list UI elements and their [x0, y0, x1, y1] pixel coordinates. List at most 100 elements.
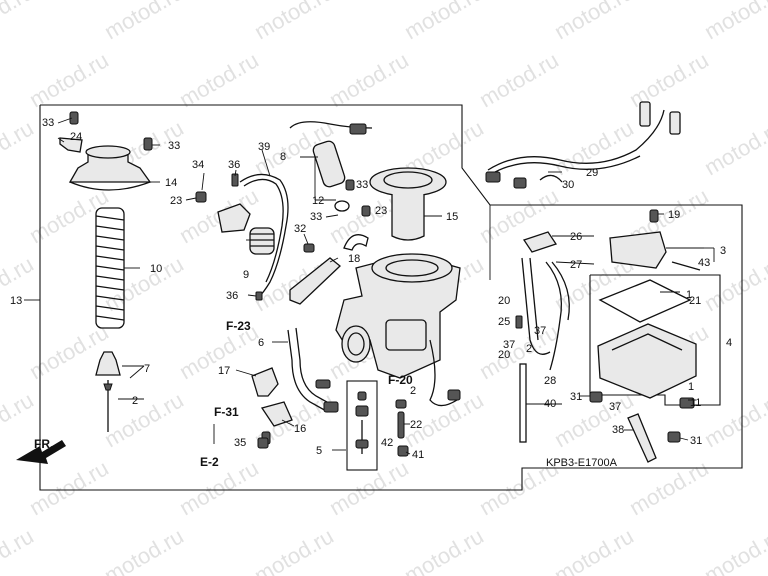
watermark-text: motod.ru — [325, 455, 413, 520]
callout-number: 26 — [570, 231, 582, 243]
callout-number: 4 — [726, 337, 732, 349]
watermark-text: motod.ru — [250, 251, 338, 316]
callout-number: 20 — [498, 295, 510, 307]
vacuum-piston-part — [369, 167, 447, 241]
callout-number: 20 — [498, 349, 510, 361]
callout-number: 31 — [690, 435, 702, 447]
watermark-text: motod.ru — [700, 387, 768, 452]
callout-number: 29 — [586, 167, 598, 179]
watermark-text: motod.ru — [100, 251, 188, 316]
drain-tube-part — [627, 413, 657, 463]
callout-number: 15 — [446, 211, 458, 223]
carburetor-body — [335, 253, 461, 407]
watermark-text: motod.ru — [0, 115, 38, 180]
callout-labels: 1122234567891011121314151617181920202122… — [10, 117, 732, 461]
ref-f20: F-20 — [388, 373, 413, 387]
watermark-text: motod.ru — [250, 0, 338, 44]
lever-part — [251, 367, 293, 445]
callout-number: 33 — [310, 211, 322, 223]
watermark-text: motod.ru — [175, 47, 263, 112]
callout-number: 36 — [228, 159, 240, 171]
watermark-text: motod.ru — [100, 387, 188, 452]
callout-number: 33 — [42, 117, 54, 129]
callout-number: 38 — [612, 424, 624, 436]
wiring-harness-part — [485, 101, 681, 189]
main-assembly-frame — [39, 104, 743, 491]
callout-number: 17 — [218, 365, 230, 377]
callout-number: 2 — [410, 385, 416, 397]
watermark-text: motod.ru — [0, 387, 38, 452]
front-direction-arrow — [16, 440, 66, 464]
callout-number: 36 — [226, 290, 238, 302]
ref-f31: F-31 — [214, 405, 239, 419]
air-vent-part — [609, 231, 701, 271]
leader-lines — [24, 117, 715, 455]
watermark-text: motod.ru — [625, 47, 713, 112]
choke-valve-part — [195, 173, 275, 255]
jet-set-part — [346, 380, 378, 471]
watermark-text: motod.ru — [550, 0, 638, 44]
jet-needle-part — [95, 351, 121, 432]
watermark-text: motod.ru — [700, 523, 768, 576]
callout-number: 25 — [498, 316, 510, 328]
callout-number: 39 — [258, 141, 270, 153]
callout-number: 21 — [689, 295, 701, 307]
diagram-code: KPB3-E1700A — [546, 457, 618, 469]
callout-number: 31 — [570, 391, 582, 403]
callout-number: 9 — [243, 269, 249, 281]
callout-number: 28 — [544, 375, 556, 387]
callout-number: 37 — [503, 339, 515, 351]
callout-number: 34 — [192, 159, 204, 171]
watermark-text: motod.ru — [550, 523, 638, 576]
watermark-text: motod.ru — [400, 0, 488, 44]
callout-number: 23 — [375, 205, 387, 217]
top-cover-part — [68, 145, 152, 191]
callout-number: 40 — [544, 398, 556, 410]
screws-part — [395, 399, 409, 457]
callout-number: 14 — [165, 177, 177, 189]
hose-39-part — [239, 173, 289, 299]
watermark-text: motod.ru — [325, 47, 413, 112]
callout-number: 3 — [720, 245, 726, 257]
callout-number: 32 — [294, 223, 306, 235]
ref-f23: F-23 — [226, 319, 251, 333]
callout-number: 30 — [562, 179, 574, 191]
watermark-text: motod.ru — [700, 115, 768, 180]
callout-number: 24 — [70, 131, 82, 143]
clamp-part — [343, 234, 369, 251]
callout-number: 16 — [294, 423, 306, 435]
callout-number: 23 — [170, 195, 182, 207]
callout-number: 7 — [144, 363, 150, 375]
bolts-part — [255, 209, 681, 449]
callout-number: 33 — [356, 179, 368, 191]
watermark-text: motod.ru — [25, 47, 113, 112]
watermark-text: motod.ru — [100, 523, 188, 576]
callout-number: 1 — [688, 381, 694, 393]
callout-number: 13 — [10, 295, 22, 307]
callout-number: 22 — [410, 419, 422, 431]
watermark-text: motod.ru — [475, 47, 563, 112]
callout-number: 42 — [381, 437, 393, 449]
throttle-cable-part — [287, 327, 339, 413]
watermark-text: motod.ru — [250, 523, 338, 576]
watermark-text: motod.ru — [700, 0, 768, 44]
callout-number: 41 — [412, 449, 424, 461]
callout-number: 1 — [686, 289, 692, 301]
watermark-text: motod.ru — [625, 455, 713, 520]
clip-part — [59, 111, 153, 153]
callout-number: 37 — [534, 325, 546, 337]
solenoid-part — [289, 121, 373, 217]
bracket-part — [289, 257, 341, 305]
callout-number: 2 — [526, 343, 532, 355]
watermark-text: motod.ru — [0, 0, 38, 44]
watermark-text: motod.ru — [175, 455, 263, 520]
watermark-text: motod.ru — [25, 455, 113, 520]
gasket-part — [598, 279, 692, 323]
watermark-text: motod.ru — [100, 0, 188, 44]
callout-number: 18 — [348, 253, 360, 265]
right-hoses-part — [519, 231, 570, 443]
callout-number: 5 — [316, 445, 322, 457]
ref-e2: E-2 — [200, 455, 219, 469]
callout-number: 11 — [690, 397, 701, 409]
callout-number: 12 — [312, 195, 324, 207]
